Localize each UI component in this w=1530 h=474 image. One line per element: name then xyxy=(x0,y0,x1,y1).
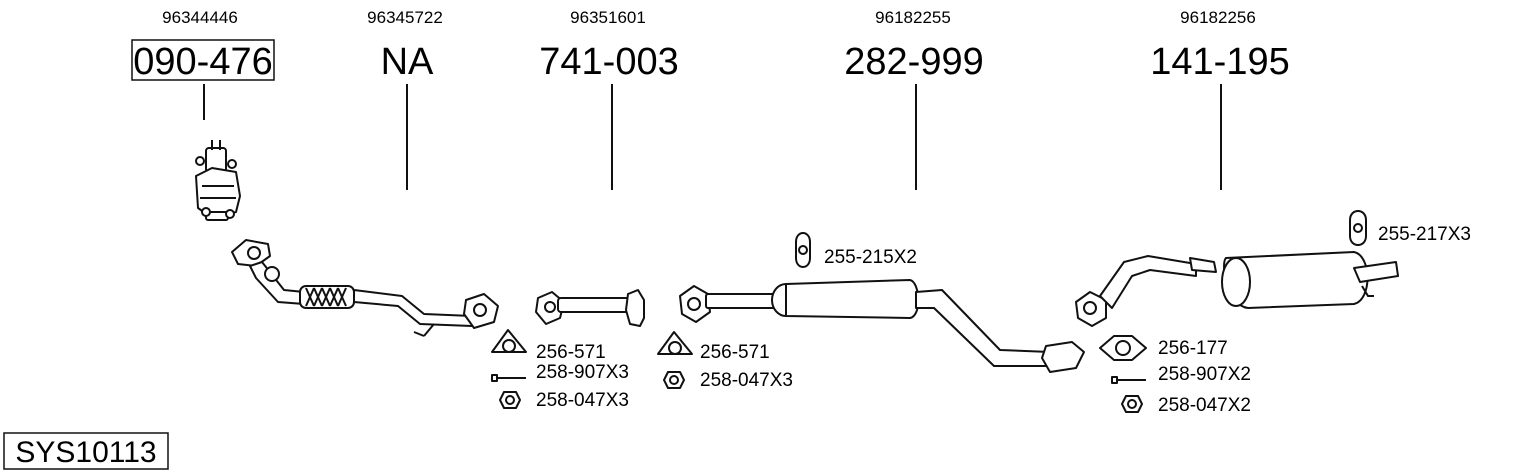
gasket-icon[interactable] xyxy=(1099,335,1147,361)
part-number-2[interactable]: NA xyxy=(381,41,434,83)
oe-number-1: 96344446 xyxy=(162,8,238,27)
rear-silencer[interactable] xyxy=(1075,251,1399,327)
accessory-label-255-217x3[interactable]: 255-217X3 xyxy=(1378,224,1471,245)
accessory-label-258-907x3[interactable]: 258-907X3 xyxy=(536,362,629,383)
accessory-label-256-571[interactable]: 256-571 xyxy=(700,342,770,363)
centre-silencer[interactable] xyxy=(679,279,1085,373)
accessory-label-256-177[interactable]: 256-177 xyxy=(1158,338,1228,359)
part-number-box xyxy=(131,39,275,81)
rubber-mount-255-217[interactable] xyxy=(1349,210,1367,246)
bolt-icon[interactable] xyxy=(1111,376,1146,384)
system-number: SYS10113 xyxy=(15,436,156,469)
front-pipe[interactable] xyxy=(231,239,499,337)
nut-icon[interactable] xyxy=(499,391,521,409)
gasket-icon[interactable] xyxy=(657,331,693,355)
system-number-box xyxy=(3,432,169,470)
intermediate-pipe[interactable] xyxy=(535,289,645,327)
catalytic-converter[interactable] xyxy=(195,140,241,221)
accessory-label-258-047x3[interactable]: 258-047X3 xyxy=(700,370,793,391)
accessory-label-258-907x2[interactable]: 258-907X2 xyxy=(1158,364,1251,385)
part-number-5[interactable]: 141-195 xyxy=(1150,41,1289,83)
accessory-label-258-047x2[interactable]: 258-047X2 xyxy=(1158,395,1251,416)
oe-number-5: 96182256 xyxy=(1180,8,1256,27)
part-number-3[interactable]: 741-003 xyxy=(539,41,678,83)
rubber-mount-255-215[interactable] xyxy=(795,232,811,268)
bolt-icon[interactable] xyxy=(491,374,526,382)
oe-number-4: 96182255 xyxy=(875,8,951,27)
accessory-label-256-571[interactable]: 256-571 xyxy=(536,342,606,363)
oe-number-2: 96345722 xyxy=(367,8,443,27)
oe-number-3: 96351601 xyxy=(570,8,646,27)
accessory-label-258-047x3[interactable]: 258-047X3 xyxy=(536,390,629,411)
nut-icon[interactable] xyxy=(663,371,685,389)
gasket-icon[interactable] xyxy=(491,329,527,353)
part-number-4[interactable]: 282-999 xyxy=(844,41,983,83)
nut-icon[interactable] xyxy=(1121,395,1143,413)
accessory-label-255-215x2[interactable]: 255-215X2 xyxy=(824,247,917,268)
part-number-1[interactable]: 090-476 xyxy=(133,41,272,83)
